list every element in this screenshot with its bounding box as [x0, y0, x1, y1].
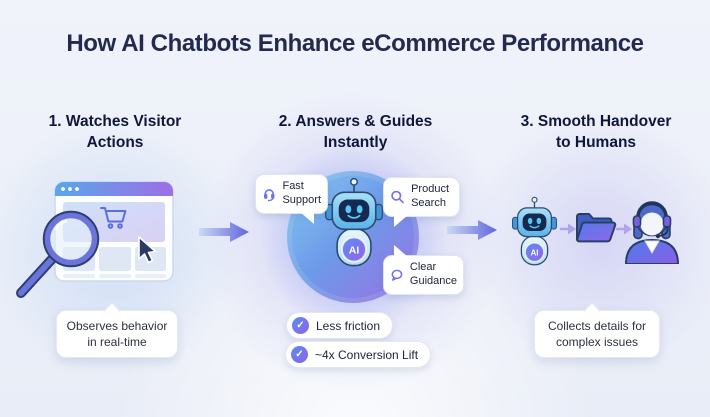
step3-heading: 3. Smooth Handover to Humans [498, 112, 694, 154]
step2-heading-line1: 2. Answers & Guides [278, 113, 433, 130]
flow-arrow-1-icon [199, 222, 249, 242]
headset-band [636, 201, 668, 218]
fast-support-bubble: Fast Support [255, 174, 328, 224]
step2-heading: 2. Answers & Guides Instantly [258, 112, 453, 154]
magnifier-icon [16, 210, 100, 298]
ai-badge-label-small: AI [530, 248, 538, 257]
fast-support-label: Fast Support [282, 180, 321, 206]
clear-guidance-label: Clear Guidance [409, 261, 457, 287]
check-icon: ✓ [292, 317, 309, 334]
mini-arrow-icon [560, 223, 576, 235]
chat-bubble-icon [391, 269, 403, 281]
step1-callout-line1: Observes behavior [66, 319, 168, 333]
step3-callout-line1: Collects details for [547, 319, 647, 333]
cursor-icon [138, 236, 157, 264]
search-icon [391, 190, 404, 204]
benefit-pill-conversion-lift: ✓ ~4x Conversion Lift [285, 341, 432, 368]
step1-heading-line2: Actions [86, 133, 144, 151]
ai-chatbot-robot-small: AI [512, 196, 557, 266]
ai-badge-label: AI [349, 246, 360, 257]
step1-heading-line1: 1. Watches Visitor [48, 113, 182, 130]
step3-heading-line2: to Humans [555, 133, 637, 151]
folder-icon [576, 213, 617, 243]
ai-badge [340, 236, 368, 263]
benefit-pill-less-friction: ✓ Less friction [286, 312, 394, 339]
headset-icon [264, 189, 275, 202]
check-icon: ✓ [291, 346, 308, 363]
browser-dot [75, 187, 79, 191]
product-search-label: Product Search [411, 183, 450, 209]
agent-collar [644, 240, 660, 254]
product-search-bubble: Product Search [383, 177, 460, 227]
card-caption [99, 274, 131, 278]
card-caption [135, 274, 166, 278]
step1-callout-line2: in real-time [87, 335, 147, 350]
cart-icon [100, 207, 127, 229]
benefit-label: Less friction [316, 318, 381, 333]
browser-monitoring-illustration [16, 181, 174, 298]
flow-arrow-2-icon [447, 220, 497, 240]
support-agent-icon [624, 201, 680, 264]
step1-heading: 1. Watches Visitor Actions [20, 112, 210, 154]
clear-guidance-bubble: Clear Guidance [383, 245, 464, 295]
card-placeholder [99, 247, 131, 271]
step3-callout-line2: complex issues [555, 335, 639, 350]
step1-callout: Observes behavior in real-time [56, 310, 178, 359]
page-title: How AI Chatbots Enhance eCommerce Perfor… [66, 30, 644, 57]
headset-earcup [632, 215, 642, 228]
robot-face-screen [338, 199, 370, 223]
robot-antenna [350, 177, 358, 186]
browser-dot [61, 187, 65, 191]
card-caption [63, 274, 95, 278]
headset-earcup [662, 215, 672, 228]
ai-chatbot-robot: AI [325, 177, 383, 267]
browser-dot [68, 187, 72, 191]
step3-callout: Collects details for complex issues [534, 310, 660, 359]
step3-heading-line1: 3. Smooth Handover [520, 113, 672, 130]
mini-arrow-icon [616, 223, 632, 235]
benefit-label: ~4x Conversion Lift [315, 347, 419, 362]
agent-face [640, 212, 664, 236]
